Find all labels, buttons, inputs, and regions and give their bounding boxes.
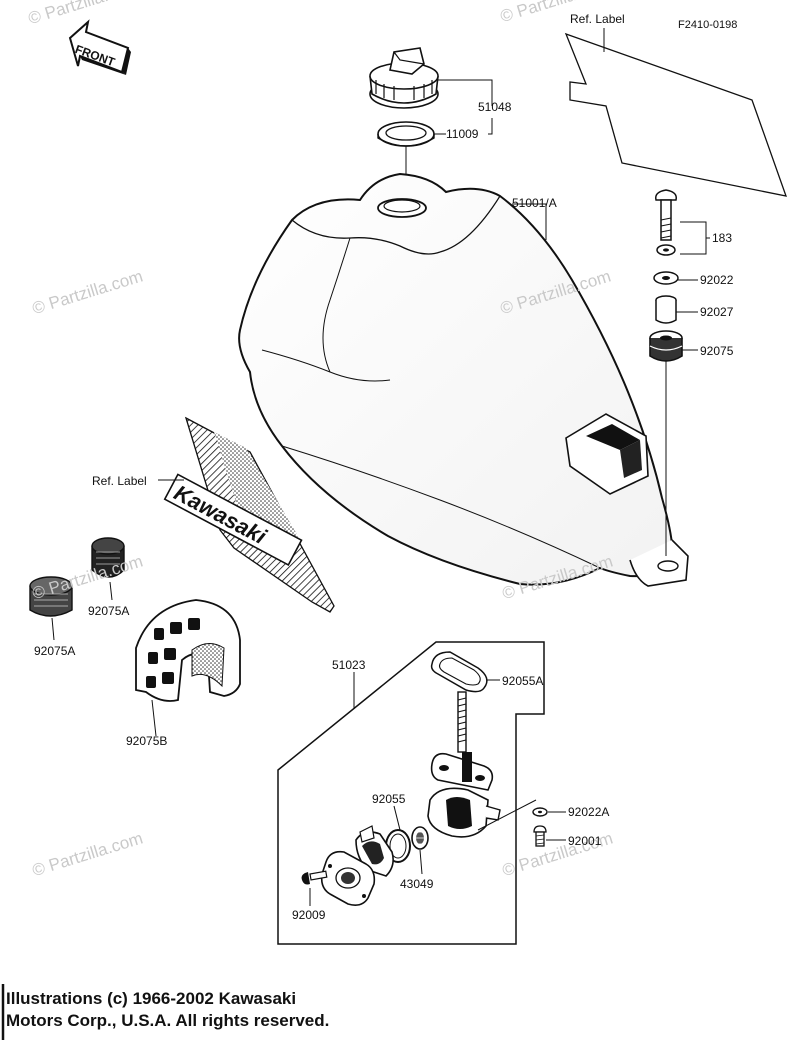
damper-a-lower-icon (29, 576, 73, 617)
leader-tap-o-ring (393, 805, 401, 831)
part-label-cap: 51048 (478, 100, 512, 114)
part-label-filter: 43049 (400, 877, 434, 891)
washer-icon (656, 244, 676, 256)
part-label-bolt: 183 (712, 231, 733, 245)
washer-92022-icon (653, 271, 679, 285)
part-label-tap-washer: 92022A (568, 805, 610, 819)
leader-cap-gasket-bracket (488, 118, 493, 135)
part-label-collar: 92027 (700, 305, 734, 319)
ref-label-top: Ref. Label (570, 12, 625, 26)
collar-icon (655, 295, 677, 324)
part-label-lever-screw: 92009 (292, 908, 326, 922)
part-label-tank: 51001/A (512, 196, 557, 210)
copyright-line-1: Illustrations (c) 1966-2002 Kawasaki (6, 989, 297, 1008)
cap-gasket-icon (377, 121, 435, 147)
leader-tap-washer-screw (477, 799, 537, 831)
ref-label-decal-top (564, 32, 787, 197)
part-label-damper-a-upper: 92075A (88, 604, 130, 618)
leader-damper-b (151, 699, 157, 737)
leader-damper-a-lower (51, 617, 55, 641)
part-label-tap-o-ring: 92055 (372, 792, 406, 806)
fuel-cap-icon (369, 47, 439, 109)
leader-cap (438, 79, 493, 106)
leader-bolt-bracket (680, 221, 707, 255)
fuel-tank-icon (238, 172, 689, 587)
fuel-tap-icon (427, 691, 501, 838)
lever-screw-icon (301, 870, 328, 885)
part-label-tap-screw: 92001 (568, 834, 602, 848)
ref-label-left: Ref. Label (92, 474, 147, 488)
tap-plate-icon (320, 850, 376, 906)
kawasaki-decal-icon: Kawasaki (163, 416, 335, 613)
tap-washer-icon (532, 807, 548, 817)
part-label-fuel-tap-assy: 51023 (332, 658, 366, 672)
copyright-line-2: Motors Corp., U.S.A. All rights reserved… (6, 1011, 330, 1030)
damper-b-icon (135, 599, 241, 702)
part-label-tap-gasket: 92055A (502, 674, 544, 688)
part-label-damper-b: 92075B (126, 734, 168, 748)
part-label-cap-gasket: 11009 (446, 127, 479, 141)
bolt-icon (654, 189, 678, 241)
part-label-damper-a-lower: 92075A (34, 644, 76, 658)
tap-gasket-icon (430, 651, 488, 693)
rear-damper-icon (649, 330, 683, 362)
part-label-washer: 92022 (700, 273, 734, 287)
figure-code: F2410-0198 (678, 19, 738, 31)
damper-a-upper-icon (91, 537, 125, 578)
filter-icon (411, 826, 429, 850)
leader-damper-a-upper (109, 581, 113, 601)
leader-filter (419, 849, 423, 875)
tap-screw-icon (533, 825, 547, 847)
leader-tank (512, 203, 547, 240)
part-label-damper-rear: 92075 (700, 344, 734, 358)
front-arrow-icon (68, 19, 131, 75)
fuel-tap-assembly-boundary (277, 641, 545, 945)
